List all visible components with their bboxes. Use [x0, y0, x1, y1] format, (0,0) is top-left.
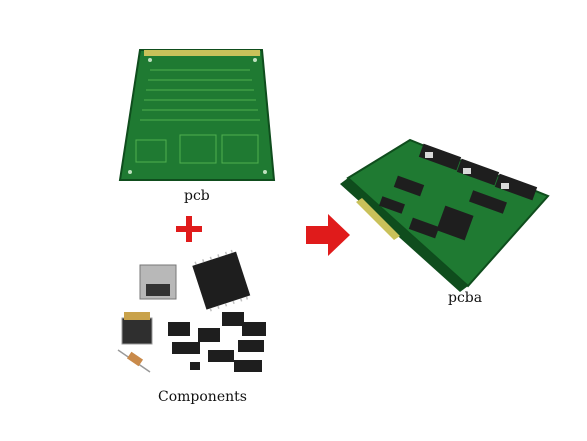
- pcba-label: pcba: [448, 290, 483, 306]
- pcb-label: pcb: [184, 188, 210, 204]
- plus-icon: [176, 216, 202, 242]
- pcb-board: [118, 49, 276, 181]
- pcba-board: [340, 138, 550, 292]
- arrow-right-icon: [306, 214, 350, 256]
- components-group: [117, 249, 266, 373]
- components-label: Components: [158, 389, 247, 405]
